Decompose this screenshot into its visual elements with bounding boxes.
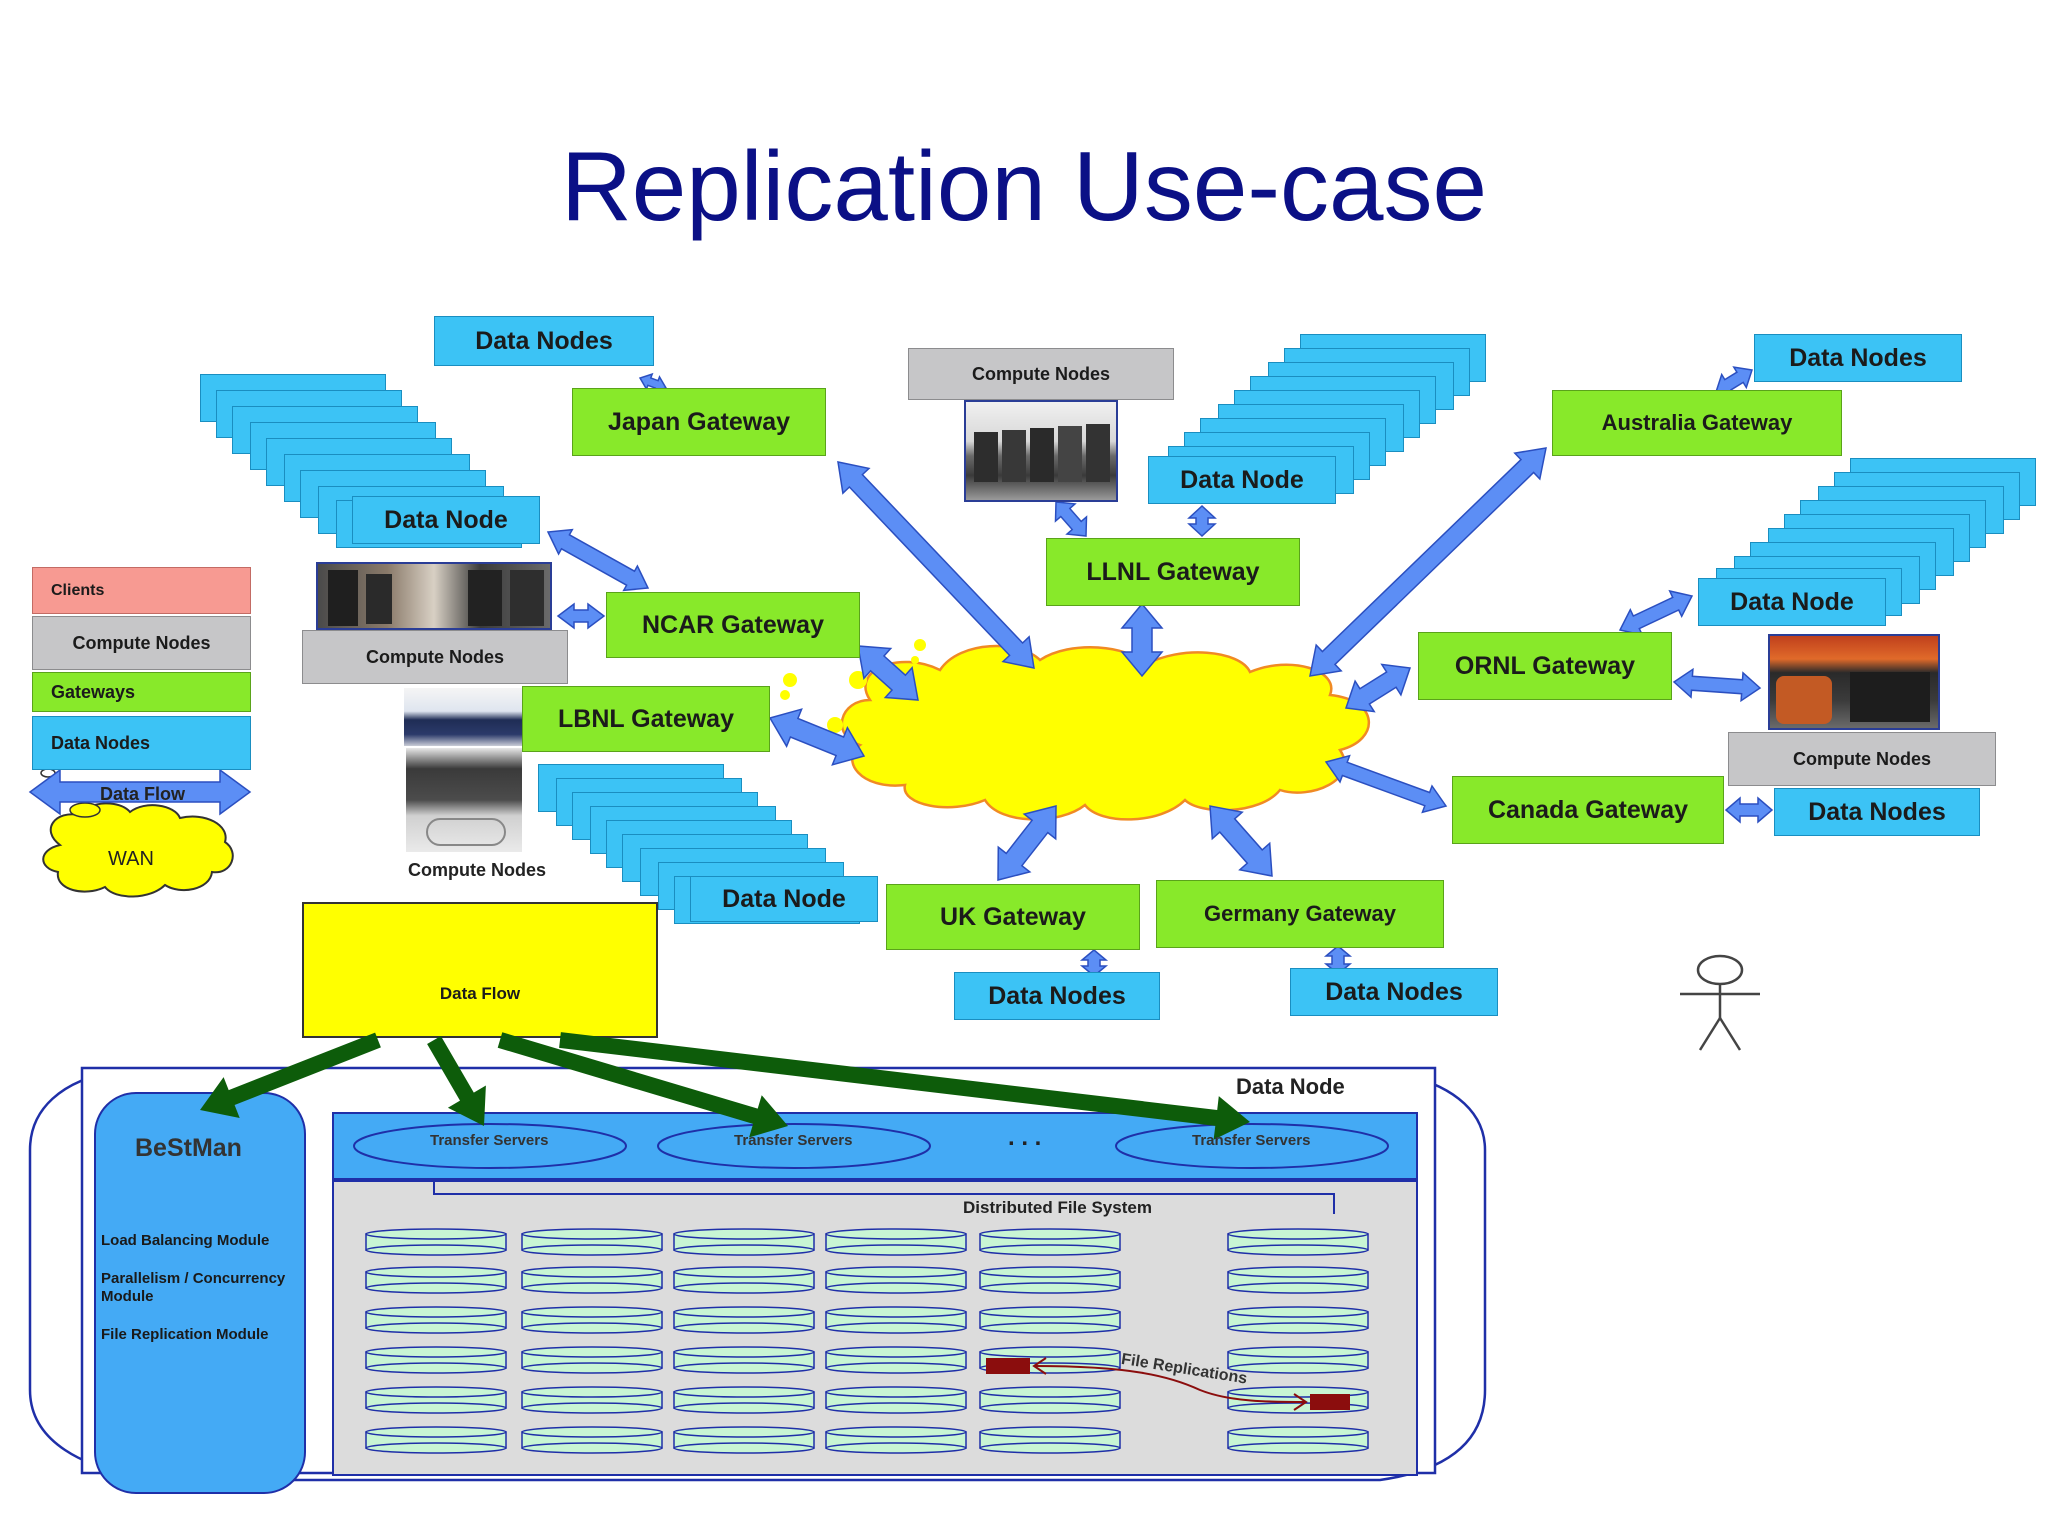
australia-wan-arrow	[1309, 447, 1547, 677]
llnl-gateway: LLNL Gateway	[1046, 538, 1300, 606]
legend-data-flow-label: Data Flow	[100, 784, 186, 804]
transfer-server-label: Transfer Servers	[1192, 1132, 1311, 1149]
transfer-ellipsis: . . .	[1008, 1124, 1042, 1151]
page-title: Replication Use-case	[561, 131, 1487, 241]
lbnl-data-node: Data Node	[690, 876, 878, 922]
transfer-server-label: Transfer Servers	[734, 1132, 853, 1149]
germany-gateway: Germany Gateway	[1156, 880, 1444, 948]
legend-data-nodes: Data Nodes	[32, 716, 251, 770]
transfer-server-label: Transfer Servers	[430, 1132, 549, 1149]
germany-data-nodes: Data Nodes	[1290, 968, 1498, 1016]
uk-wan-arrow	[997, 805, 1057, 881]
canada-data-nodes: Data Nodes	[1774, 788, 1980, 836]
lbnl-wan-arrow	[768, 708, 866, 766]
ornl-datanode-arrow	[1618, 589, 1694, 637]
uk-gateway: UK Gateway	[886, 884, 1140, 950]
bestman-module-file-replication: File Replication Module	[101, 1326, 269, 1343]
ornl-compute-arrow	[1672, 667, 1762, 703]
ornl-gateway: ORNL Gateway	[1418, 632, 1672, 700]
canada-gateway: Canada Gateway	[1452, 776, 1724, 844]
ncar-compute-nodes: Compute Nodes	[302, 630, 568, 684]
legend-data-flow-arrow	[28, 768, 252, 816]
ornl-data-node: Data Node	[1698, 578, 1886, 626]
australia-gateway: Australia Gateway	[1552, 390, 1842, 456]
lbnl-supercomputer-photo-2	[406, 748, 522, 852]
legend-clients: Clients	[32, 567, 251, 614]
canada-datanodes-arrow	[1724, 796, 1774, 824]
bestman-module-parallelism: Parallelism / Concurrency Module	[101, 1270, 286, 1305]
bestman-module-load-balancing: Load Balancing Module	[101, 1232, 270, 1249]
ornl-compute-nodes: Compute Nodes	[1728, 732, 1996, 786]
germany-wan-arrow	[1209, 805, 1273, 877]
ornl-wan-arrow	[1344, 663, 1412, 713]
ncar-data-node: Data Node	[352, 496, 540, 544]
bestman-title: BeStMan	[135, 1134, 242, 1162]
bestman-panel	[94, 1092, 306, 1494]
lbnl-supercomputer-photo-1	[404, 688, 522, 746]
ncar-compute-arrow	[556, 602, 606, 630]
llnl-supercomputer-photo	[964, 400, 1118, 502]
ncar-supercomputer-photo	[316, 562, 552, 630]
dfs-panel	[332, 1180, 1418, 1476]
japan-wan-arrow	[837, 461, 1035, 669]
llnl-datanode-arrow	[1187, 504, 1217, 538]
legend-wan-cloud	[40, 768, 234, 898]
llnl-data-node: Data Node	[1148, 456, 1336, 504]
uk-data-nodes: Data Nodes	[954, 972, 1160, 1020]
lbnl-gateway: LBNL Gateway	[522, 686, 770, 752]
canada-wan-arrow	[1324, 754, 1448, 814]
llnl-wan-arrow	[1120, 602, 1164, 678]
lbnl-compute-nodes: Compute Nodes	[408, 860, 547, 880]
data-node-detail-title: Data Node	[1236, 1074, 1345, 1099]
ncar-datanode-arrow	[546, 528, 650, 592]
dfs-label: Distributed File System	[963, 1198, 1152, 1217]
ncar-wan-arrow	[857, 645, 919, 701]
australia-data-nodes: Data Nodes	[1754, 334, 1962, 382]
legend-wan-label: WAN	[108, 848, 154, 870]
llnl-compute-arrow	[1054, 501, 1088, 537]
japan-gateway: Japan Gateway	[572, 388, 826, 456]
data-flow-box: Data Flow	[302, 902, 658, 1038]
legend-gateways: Gateways	[32, 672, 251, 712]
legend-compute-nodes: Compute Nodes	[32, 616, 251, 670]
ncar-gateway: NCAR Gateway	[606, 592, 860, 658]
ornl-jaguar-photo	[1768, 634, 1940, 730]
llnl-compute-nodes: Compute Nodes	[908, 348, 1174, 400]
japan-data-nodes: Data Nodes	[434, 316, 654, 366]
